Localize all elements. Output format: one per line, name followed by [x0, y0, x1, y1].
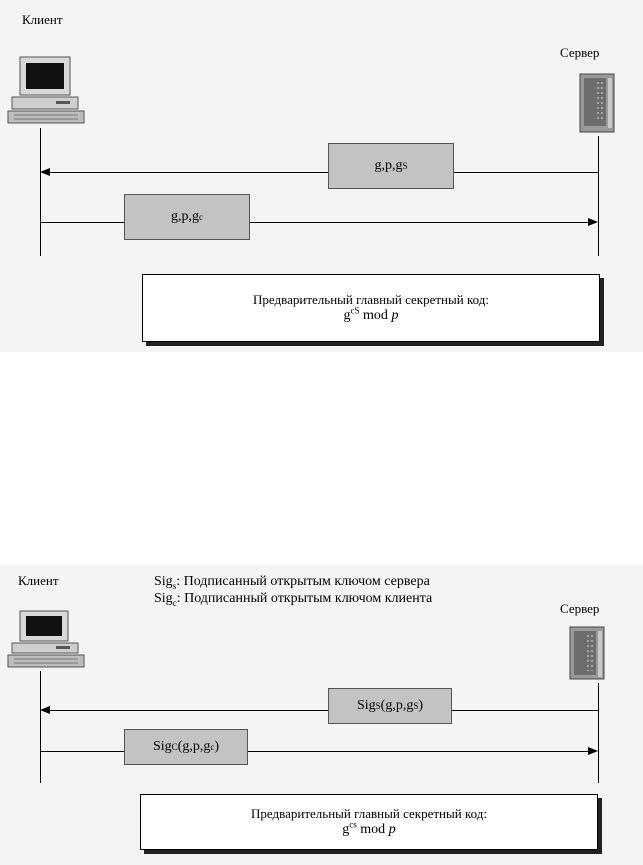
- arrowhead-right: [588, 747, 598, 755]
- legend: Sigs: Подписанный открытым ключом сервер…: [154, 573, 432, 607]
- arrow-to-client: [50, 172, 598, 173]
- arrowhead-left: [40, 706, 50, 714]
- arrow-to-server: [40, 222, 588, 223]
- legend-client-signature: Sigc: Подписанный открытым ключом клиент…: [154, 591, 433, 608]
- client-computer-icon: [7, 56, 85, 124]
- pre-master-secret-box: Предварительный главный секретный код: g…: [140, 794, 598, 850]
- server-icon: [579, 73, 615, 133]
- pre-master-secret-box: Предварительный главный секретный код: g…: [142, 274, 600, 342]
- diagram-signed-diffie-hellman: Клиент Сервер Sigs: Подписанный открытым…: [0, 565, 643, 865]
- arrow-to-server: [40, 751, 588, 752]
- client-label: Клиент: [18, 573, 59, 588]
- client-lifeline: [40, 671, 41, 783]
- code-formula: gcS mod p: [343, 305, 399, 323]
- server-lifeline: [598, 683, 599, 783]
- server-label: Сервер: [560, 45, 600, 60]
- server-icon: [569, 626, 605, 680]
- legend-server-signature: Sigs: Подписанный открытым ключом сервер…: [154, 574, 430, 591]
- code-formula: gcs mod p: [342, 819, 396, 837]
- arrow-to-client: [50, 710, 598, 711]
- code-title: Предварительный главный секретный код:: [251, 806, 487, 821]
- arrowhead-left: [40, 168, 50, 176]
- client-label: Клиент: [22, 12, 63, 27]
- code-title: Предварительный главный секретный код:: [253, 292, 489, 307]
- client-lifeline: [40, 128, 41, 256]
- server-lifeline: [598, 136, 599, 256]
- client-computer-icon: [7, 610, 85, 668]
- arrowhead-right: [588, 218, 598, 226]
- server-label: Сервер: [560, 601, 600, 616]
